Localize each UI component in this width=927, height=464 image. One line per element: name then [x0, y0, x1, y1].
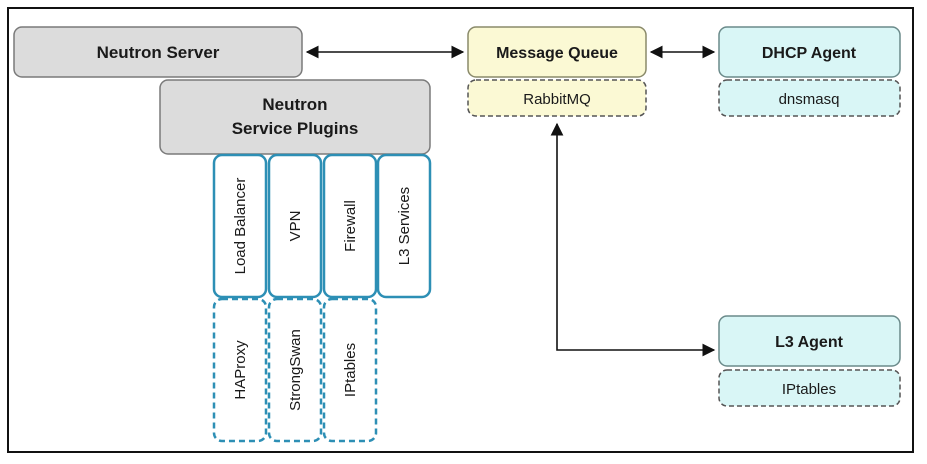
l3-agent-node[interactable]: L3 Agent	[718, 315, 901, 367]
plugin-l3-services-label: L3 Services	[396, 187, 413, 265]
neutron-server-node[interactable]: Neutron Server	[13, 26, 303, 78]
plugin-load-balancer-label: Load Balancer	[232, 178, 249, 275]
service-plugins-label-line1: Neutron	[262, 95, 327, 114]
dnsmasq-label: dnsmasq	[779, 91, 840, 108]
l3-iptables-label: IPtables	[782, 381, 836, 398]
neutron-server-label: Neutron Server	[97, 43, 220, 62]
diagram-frame	[7, 7, 914, 453]
dhcp-agent-label: DHCP Agent	[762, 45, 857, 62]
message-queue-label: Message Queue	[496, 45, 618, 62]
impl-iptables-firewall[interactable]: IPtables	[322, 297, 378, 443]
plugin-firewall-label: Firewall	[342, 200, 359, 252]
impl-strongswan-label: StrongSwan	[287, 329, 304, 411]
plugin-vpn-label: VPN	[287, 211, 304, 242]
service-plugins-node[interactable]: Neutron Service Plugins	[159, 79, 431, 155]
plugin-firewall[interactable]: Firewall	[322, 153, 378, 299]
l3-iptables-node[interactable]: IPtables	[718, 369, 901, 407]
impl-haproxy-label: HAProxy	[232, 340, 249, 400]
dnsmasq-node[interactable]: dnsmasq	[718, 79, 901, 117]
rabbitmq-node[interactable]: RabbitMQ	[467, 79, 647, 117]
arrow-queue-to-l3-agent	[550, 122, 716, 357]
plugin-load-balancer[interactable]: Load Balancer	[212, 153, 268, 299]
plugin-l3-services[interactable]: L3 Services	[376, 153, 432, 299]
impl-haproxy[interactable]: HAProxy	[212, 297, 268, 443]
dhcp-agent-node[interactable]: DHCP Agent	[718, 26, 901, 78]
rabbitmq-label: RabbitMQ	[523, 91, 591, 108]
message-queue-node[interactable]: Message Queue	[467, 26, 647, 78]
impl-strongswan[interactable]: StrongSwan	[267, 297, 323, 443]
impl-iptables-label: IPtables	[342, 343, 359, 397]
l3-agent-label: L3 Agent	[775, 334, 844, 351]
service-plugins-label-line2: Service Plugins	[232, 119, 359, 138]
plugin-vpn[interactable]: VPN	[267, 153, 323, 299]
